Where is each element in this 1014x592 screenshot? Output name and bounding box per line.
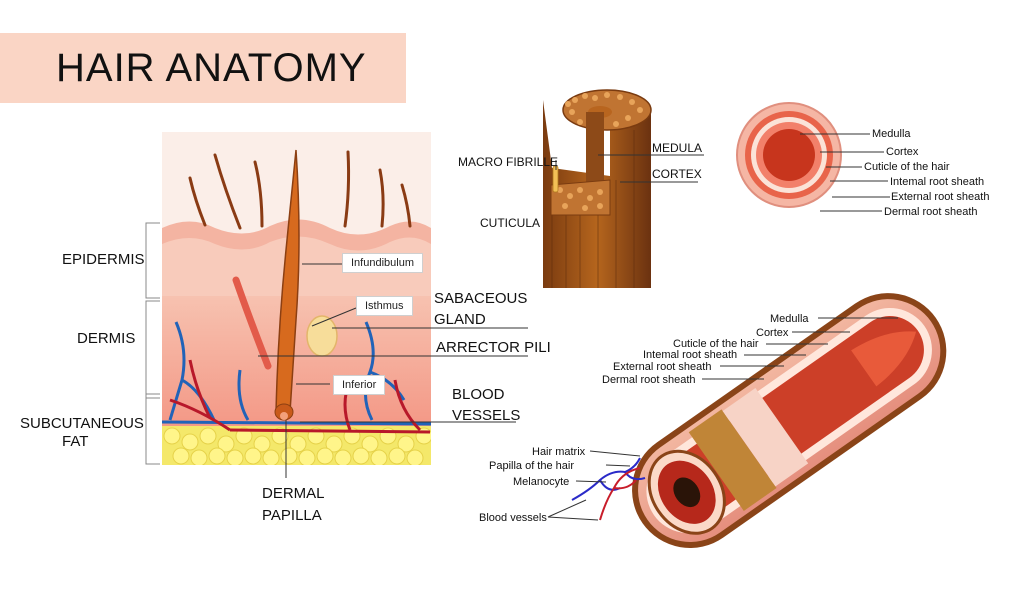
arrector-muscle <box>232 276 272 370</box>
fc-label-cuticle: Cuticle of the hair <box>673 338 759 350</box>
callout-inferior: Inferior <box>333 375 386 395</box>
surface-hairs <box>188 150 412 230</box>
label-sebaceous-1: SABACEOUS <box>434 290 527 307</box>
label-cortex-shaft: CORTEX <box>652 167 702 181</box>
fc-label-external-root: External root sheath <box>613 361 711 373</box>
callout-isthmus: Isthmus <box>356 296 413 316</box>
skin-section <box>162 132 431 465</box>
follicle-leader-lines <box>547 317 898 521</box>
blood-vessels-blue <box>162 321 431 426</box>
label-dermal: DERMAL <box>262 485 325 502</box>
skin-leader-lines <box>258 263 528 478</box>
label-macro-fibrille: MACRO FIBRILLE <box>458 155 558 169</box>
fc-label-melanocyte: Melanocyte <box>513 476 569 488</box>
label-blood-2: VESSELS <box>452 407 520 424</box>
label-arrector-pili: ARRECTOR PILI <box>436 339 551 356</box>
label-papilla: PAPILLA <box>262 507 322 524</box>
follicle-cutaway <box>571 293 947 548</box>
fc-label-hair-matrix: Hair matrix <box>532 446 586 458</box>
page-title: HAIR ANATOMY <box>56 46 367 90</box>
label-blood-1: BLOOD <box>452 386 505 403</box>
papilla-shape <box>280 412 288 420</box>
fc-label-papilla: Papilla of the hair <box>489 460 574 472</box>
fat-cells <box>162 426 431 465</box>
label-epidermis: EPIDERMIS <box>62 251 145 268</box>
fc-label-blood-vessels: Blood vessels <box>479 512 547 524</box>
cs-label-cortex: Cortex <box>886 146 919 158</box>
label-medula: MEDULA <box>652 141 702 155</box>
fc-label-internal-root: Intemal root sheath <box>643 349 737 361</box>
title-banner <box>0 33 406 103</box>
cs-label-cuticle: Cuticle of the hair <box>864 161 950 173</box>
hair-shaft <box>543 89 652 288</box>
cs-label-internal-root: Intemal root sheath <box>890 176 984 188</box>
cs-label-medulla: Medulla <box>872 128 911 140</box>
label-sebaceous-2: GLAND <box>434 311 486 328</box>
shaft-leader-lines <box>555 154 704 183</box>
label-subcutaneous: SUBCUTANEOUS <box>20 415 144 432</box>
label-dermis: DERMIS <box>77 330 135 347</box>
cross-section <box>736 102 842 208</box>
fc-label-dermal-root: Dermal root sheath <box>602 374 696 386</box>
callout-infundibulum: Infundibulum <box>342 253 423 273</box>
layer-brackets <box>145 222 160 465</box>
label-fat: FAT <box>62 433 88 450</box>
label-cuticula: CUTICULA <box>480 216 540 230</box>
fc-label-medulla: Medulla <box>770 313 809 325</box>
cross-leader-lines <box>800 133 890 212</box>
fc-label-cortex: Cortex <box>756 327 789 339</box>
cs-label-external-root: External root sheath <box>891 191 989 203</box>
cs-label-dermal-root: Dermal root sheath <box>884 206 978 218</box>
